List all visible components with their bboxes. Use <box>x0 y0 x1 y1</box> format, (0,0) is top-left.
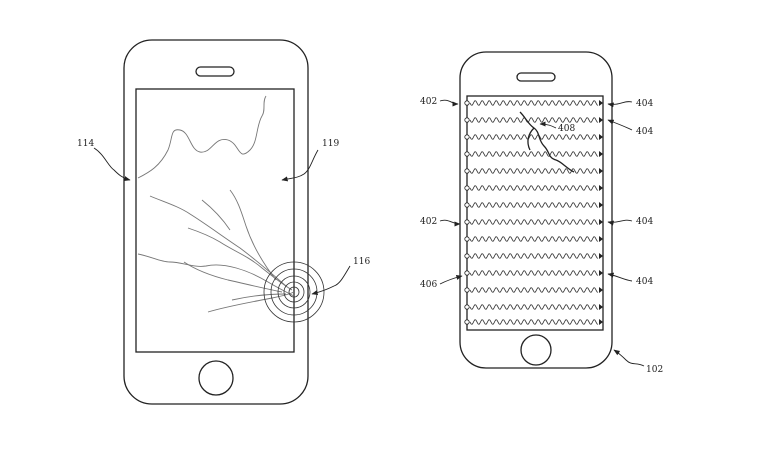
emitter-node <box>464 304 470 310</box>
crack-line <box>187 227 293 291</box>
signal-wave-line <box>469 236 599 242</box>
leader-116 <box>311 265 351 296</box>
label-102: 102 <box>646 365 663 375</box>
leader-408 <box>539 121 557 129</box>
signal-wave-line <box>469 202 599 208</box>
right-phone-body <box>459 51 613 369</box>
emitter-node <box>464 185 470 191</box>
signal-wave-lines <box>469 100 599 325</box>
left-phone-speaker <box>195 66 235 77</box>
leader-119 <box>281 149 319 182</box>
right-receiver-column <box>599 100 603 325</box>
label-406: 406 <box>420 280 437 290</box>
leader-404-c <box>607 219 633 226</box>
right-phone-screen <box>466 95 604 331</box>
label-404-b: 404 <box>636 127 653 137</box>
leader-402-top <box>439 99 459 107</box>
right-screen-crack-branch <box>527 127 535 151</box>
crack-line <box>137 95 267 179</box>
right-phone-speaker <box>516 72 556 82</box>
receiver-node <box>599 304 603 310</box>
signal-wave-line <box>469 168 599 174</box>
receiver-node <box>599 319 603 325</box>
left-phone-home-button <box>198 360 234 396</box>
emitter-node <box>464 117 470 123</box>
leader-406 <box>439 274 463 285</box>
emitter-node <box>464 270 470 276</box>
signal-wave-line <box>469 185 599 191</box>
label-402-top: 402 <box>420 97 437 107</box>
emitter-node <box>464 168 470 174</box>
receiver-node <box>599 202 603 208</box>
emitter-node <box>464 219 470 225</box>
signal-wave-line <box>469 304 599 310</box>
label-404-a: 404 <box>636 99 653 109</box>
label-119: 119 <box>322 139 339 149</box>
impact-ring <box>277 275 311 309</box>
left-phone-screen <box>135 88 295 353</box>
crack-line <box>183 261 283 293</box>
leader-114 <box>93 147 131 182</box>
leader-404-d <box>607 272 633 282</box>
leader-404-b <box>607 119 633 131</box>
emitter-node <box>464 236 470 242</box>
label-116: 116 <box>353 257 370 267</box>
emitter-node <box>464 287 470 293</box>
crack-line <box>229 189 277 281</box>
signal-wave-line <box>469 270 599 276</box>
leader-404-a <box>607 101 633 108</box>
receiver-node <box>599 134 603 140</box>
signal-wave-line <box>469 319 599 325</box>
signal-wave-line <box>469 151 599 157</box>
left-phone-figure: 114 119 116 <box>77 39 370 405</box>
receiver-node <box>599 219 603 225</box>
label-408: 408 <box>558 124 575 134</box>
right-screen-crack <box>519 111 575 173</box>
emitter-node <box>464 202 470 208</box>
receiver-node <box>599 168 603 174</box>
receiver-node <box>599 117 603 123</box>
label-114: 114 <box>77 139 94 149</box>
crack-line <box>149 195 287 287</box>
label-404-c: 404 <box>636 217 653 227</box>
label-404-d: 404 <box>636 277 653 287</box>
left-emitter-column <box>464 100 470 325</box>
signal-wave-line <box>469 287 599 293</box>
emitter-node <box>464 253 470 259</box>
leader-102 <box>613 349 645 367</box>
receiver-node <box>599 100 603 106</box>
right-phone-home-button <box>520 334 552 366</box>
left-screen-cracks <box>137 95 295 313</box>
signal-wave-line <box>469 134 599 140</box>
impact-ring <box>288 286 300 298</box>
receiver-node <box>599 151 603 157</box>
receiver-node <box>599 253 603 259</box>
receiver-node <box>599 185 603 191</box>
impact-ring <box>263 261 325 323</box>
emitter-node <box>464 100 470 106</box>
signal-wave-line <box>469 219 599 225</box>
label-402-mid: 402 <box>420 217 437 227</box>
signal-wave-line <box>469 100 599 106</box>
signal-wave-line <box>469 117 599 123</box>
leader-402-mid <box>439 219 461 227</box>
impact-point-rings <box>263 261 325 323</box>
left-phone-body <box>123 39 309 405</box>
receiver-node <box>599 236 603 242</box>
emitter-node <box>464 134 470 140</box>
right-phone-figure: 402 402 406 404 404 404 404 408 102 <box>420 51 663 375</box>
emitter-node <box>464 319 470 325</box>
impact-ring <box>283 281 305 303</box>
emitter-node <box>464 151 470 157</box>
signal-wave-line <box>469 253 599 259</box>
receiver-node <box>599 270 603 276</box>
crack-line <box>231 293 287 301</box>
receiver-node <box>599 287 603 293</box>
crack-line <box>201 199 231 231</box>
crack-line <box>137 253 295 297</box>
